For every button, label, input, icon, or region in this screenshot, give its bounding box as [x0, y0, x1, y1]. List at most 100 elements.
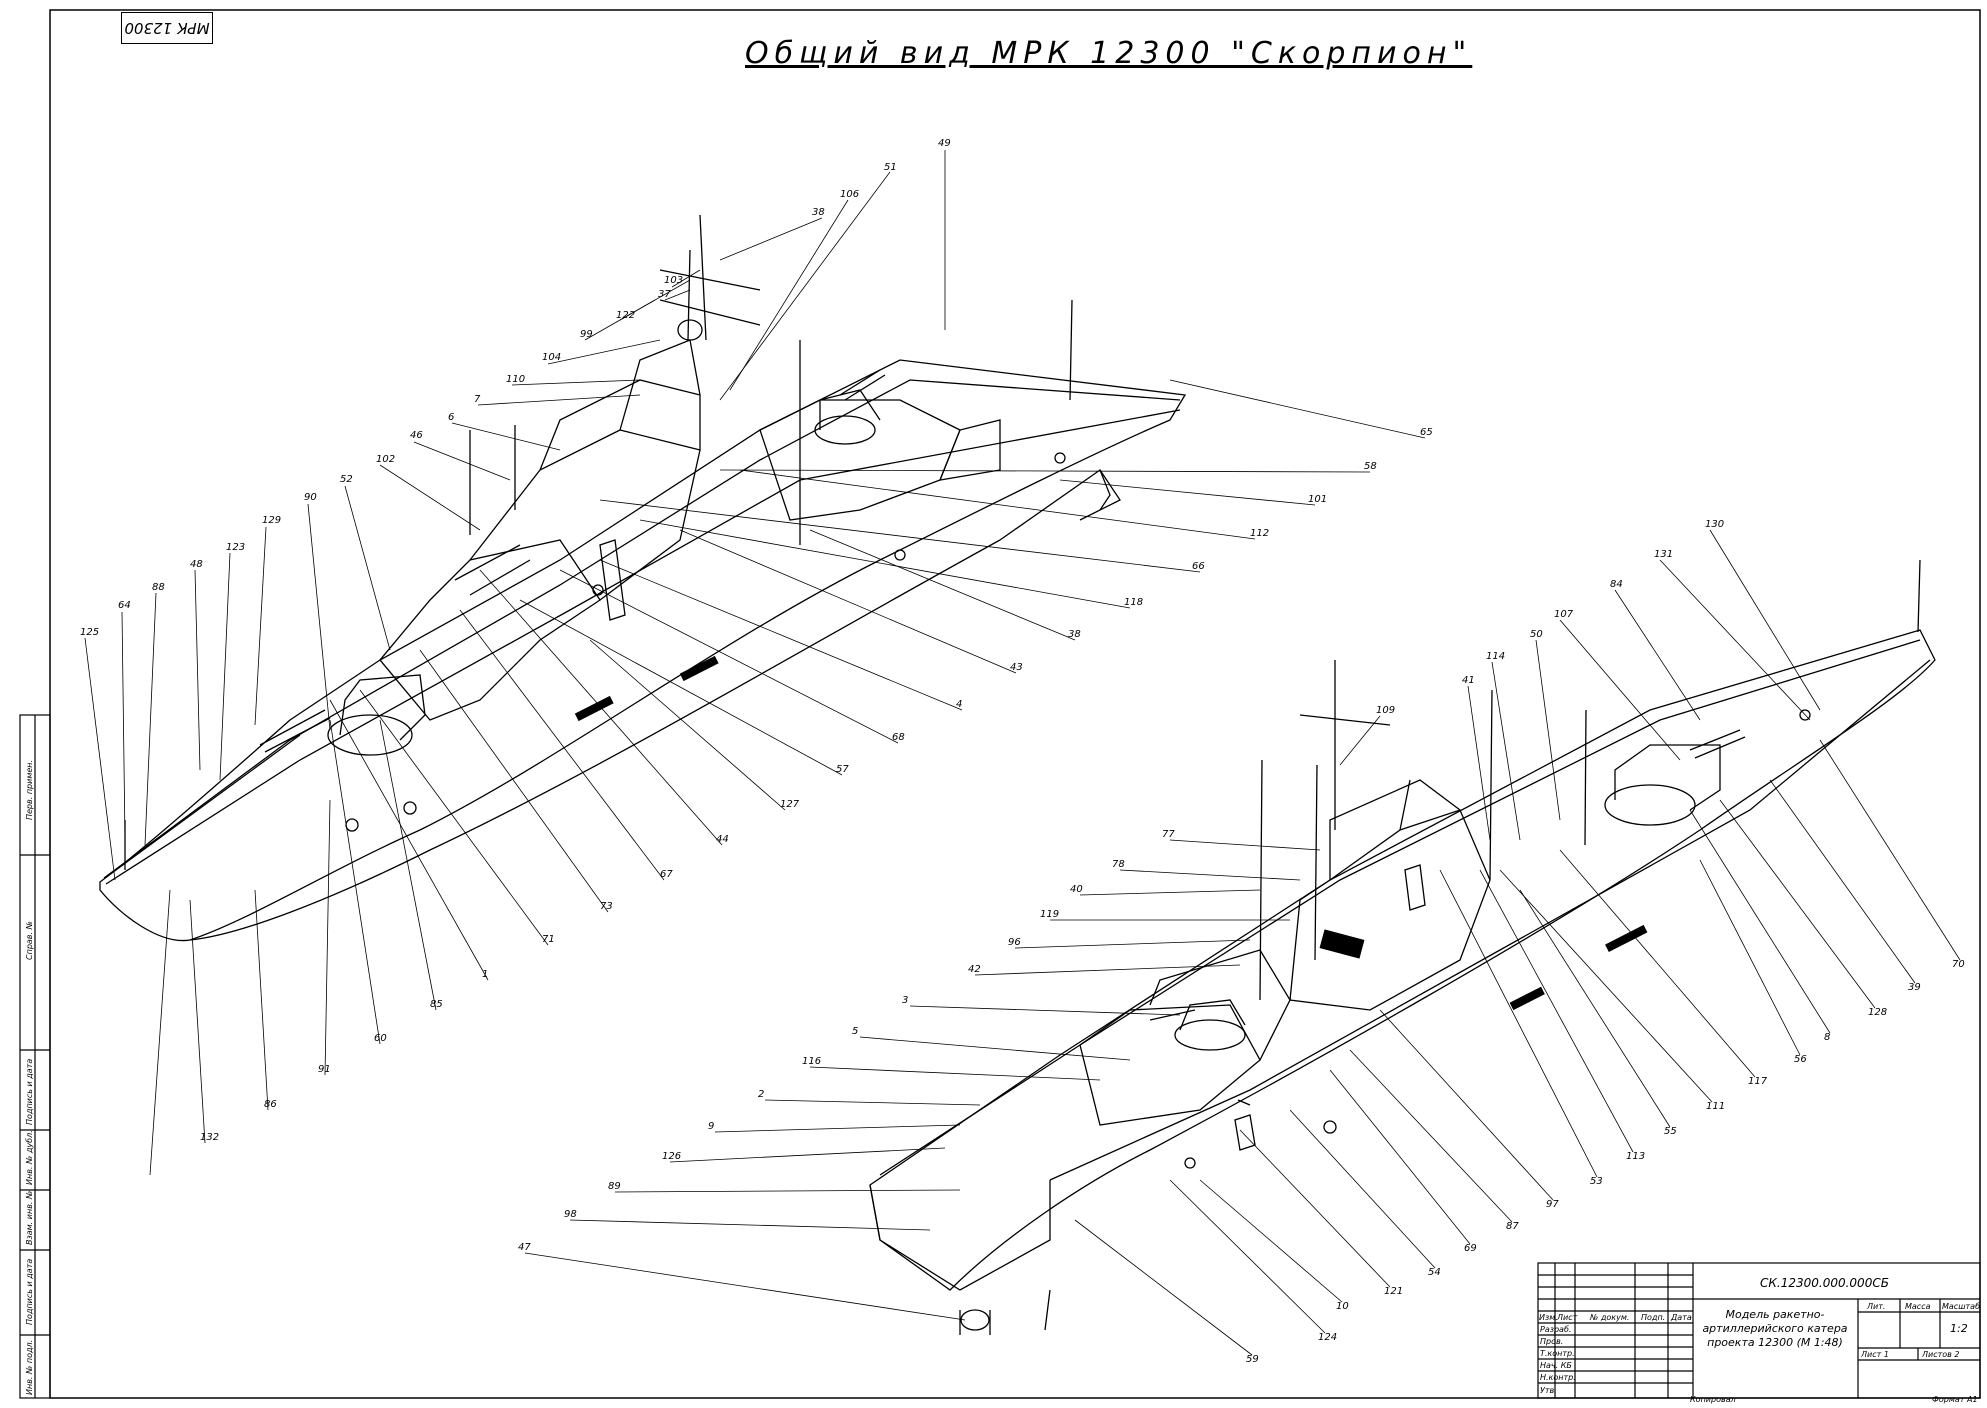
callout-number: 43 — [1010, 662, 1023, 673]
callouts-lower: 1301318410750114411097778401199642351162… — [518, 519, 1965, 1365]
callout-number: 78 — [1112, 859, 1125, 870]
side-field-3: Подпись и дата — [25, 1059, 34, 1125]
callout-number: 91 — [318, 1064, 331, 1075]
callout-number: 130 — [1705, 519, 1724, 530]
callout-number: 113 — [1626, 1151, 1645, 1162]
callout-number: 5 — [852, 1026, 858, 1037]
role-approved: Утв. — [1540, 1386, 1557, 1395]
scale-value: 1:2 — [1950, 1322, 1968, 1335]
callout-number: 89 — [608, 1181, 621, 1192]
corner-stamp: МРК 12300 — [121, 12, 213, 44]
callout-number: 128 — [1868, 1007, 1887, 1018]
callout-number: 48 — [190, 559, 203, 570]
callout-number: 129 — [262, 515, 281, 526]
callout-number: 59 — [1246, 1354, 1259, 1365]
callout-number: 66 — [1192, 561, 1205, 572]
callout-number: 114 — [1486, 651, 1505, 662]
drawing-name-line-1: Модель ракетно- — [1725, 1308, 1824, 1321]
callout-number: 131 — [1654, 549, 1673, 560]
callout-number: 109 — [1376, 705, 1395, 716]
callout-number: 52 — [340, 474, 353, 485]
callout-number: 122 — [616, 310, 635, 321]
mass-label: Масса — [1905, 1302, 1931, 1311]
callout-number: 67 — [660, 869, 673, 880]
drawing-name-line-3: проекта 12300 (М 1:48) — [1707, 1336, 1843, 1349]
callout-number: 55 — [1664, 1126, 1677, 1137]
callout-number: 70 — [1952, 959, 1965, 970]
callout-number: 90 — [304, 492, 317, 503]
callout-number: 6 — [448, 412, 454, 423]
callout-number: 38 — [812, 207, 825, 218]
copied-label: Копировал — [1690, 1395, 1736, 1404]
side-field-4: Инв. № дубл. — [25, 1130, 34, 1185]
col-izm: Изм. — [1539, 1313, 1558, 1322]
callout-number: 77 — [1162, 829, 1175, 840]
callout-number: 39 — [1908, 982, 1921, 993]
callout-number: 103 — [664, 275, 683, 286]
callout-number: 10 — [1336, 1301, 1349, 1312]
col-list: Лист — [1556, 1313, 1578, 1322]
callout-number: 40 — [1070, 884, 1083, 895]
leader-lines — [84, 150, 1961, 1356]
title-block-text: СК.12300.000.000СБ Модель ракетно- артил… — [1539, 1276, 1980, 1404]
callout-number: 44 — [716, 834, 729, 845]
callout-number: 49 — [938, 138, 951, 149]
callout-number: 69 — [1464, 1243, 1477, 1254]
callout-number: 88 — [152, 582, 165, 593]
col-doc: № докум. — [1589, 1313, 1629, 1322]
callout-number: 85 — [430, 999, 443, 1010]
callout-number: 53 — [1590, 1176, 1603, 1187]
callout-number: 127 — [780, 799, 800, 810]
sheet-number: Лист 1 — [1860, 1350, 1889, 1359]
col-sign: Подп. — [1641, 1313, 1665, 1322]
scale-label: Масштаб — [1942, 1302, 1980, 1311]
callout-number: 110 — [506, 374, 525, 385]
side-field-5: Взам. инв. № — [25, 1191, 34, 1245]
callout-number: 8 — [1824, 1032, 1830, 1043]
side-stamp-labels: Перв. примен. Справ. № Подпись и дата Ин… — [25, 760, 34, 1395]
callout-number: 68 — [892, 732, 905, 743]
lit-label: Лит. — [1866, 1302, 1885, 1311]
callout-number: 47 — [518, 1242, 531, 1253]
callout-number: 60 — [374, 1033, 387, 1044]
callout-number: 124 — [1318, 1332, 1337, 1343]
drawing-name-line-2: артиллерийского катера — [1702, 1322, 1847, 1335]
callout-number: 112 — [1250, 528, 1269, 539]
callout-number: 71 — [542, 934, 555, 945]
callout-number: 7 — [474, 394, 481, 405]
callout-number: 56 — [1794, 1054, 1807, 1065]
callout-number: 123 — [226, 542, 245, 553]
callout-number: 97 — [1546, 1199, 1559, 1210]
callout-number: 3 — [902, 995, 908, 1006]
callout-number: 38 — [1068, 629, 1081, 640]
drawing-frame — [49, 9, 1981, 1399]
role-chief-kb: Нач. КБ — [1540, 1361, 1572, 1370]
callout-number: 126 — [662, 1151, 681, 1162]
callout-number: 37 — [658, 289, 671, 300]
callout-number: 41 — [1462, 675, 1475, 686]
callouts-upper: 1256488481231299052102466711010499122371… — [80, 138, 1433, 1143]
callout-number: 42 — [968, 964, 981, 975]
callout-number: 64 — [118, 600, 131, 611]
role-norm-control: Н.контр. — [1540, 1373, 1576, 1382]
callout-number: 50 — [1530, 629, 1543, 640]
drawing-title: Общий вид МРК 12300 "Скорпион" — [745, 36, 1473, 71]
side-field-2: Справ. № — [25, 921, 34, 960]
role-tech-control: Т.контр. — [1540, 1349, 1575, 1358]
role-developer: Разраб. — [1540, 1325, 1571, 1334]
side-field-7: Инв. № подл. — [25, 1340, 34, 1395]
callout-number: 84 — [1610, 579, 1623, 590]
callout-number: 118 — [1124, 597, 1143, 608]
side-field-1: Перв. примен. — [25, 760, 34, 820]
callout-number: 102 — [376, 454, 395, 465]
callout-number: 46 — [410, 430, 423, 441]
callout-number: 96 — [1008, 937, 1021, 948]
title-block — [1537, 1262, 1981, 1399]
callout-number: 2 — [758, 1089, 764, 1100]
side-field-6: Подпись и дата — [25, 1259, 34, 1325]
callout-number: 51 — [884, 162, 897, 173]
callout-number: 58 — [1364, 461, 1377, 472]
callout-number: 86 — [264, 1099, 277, 1110]
